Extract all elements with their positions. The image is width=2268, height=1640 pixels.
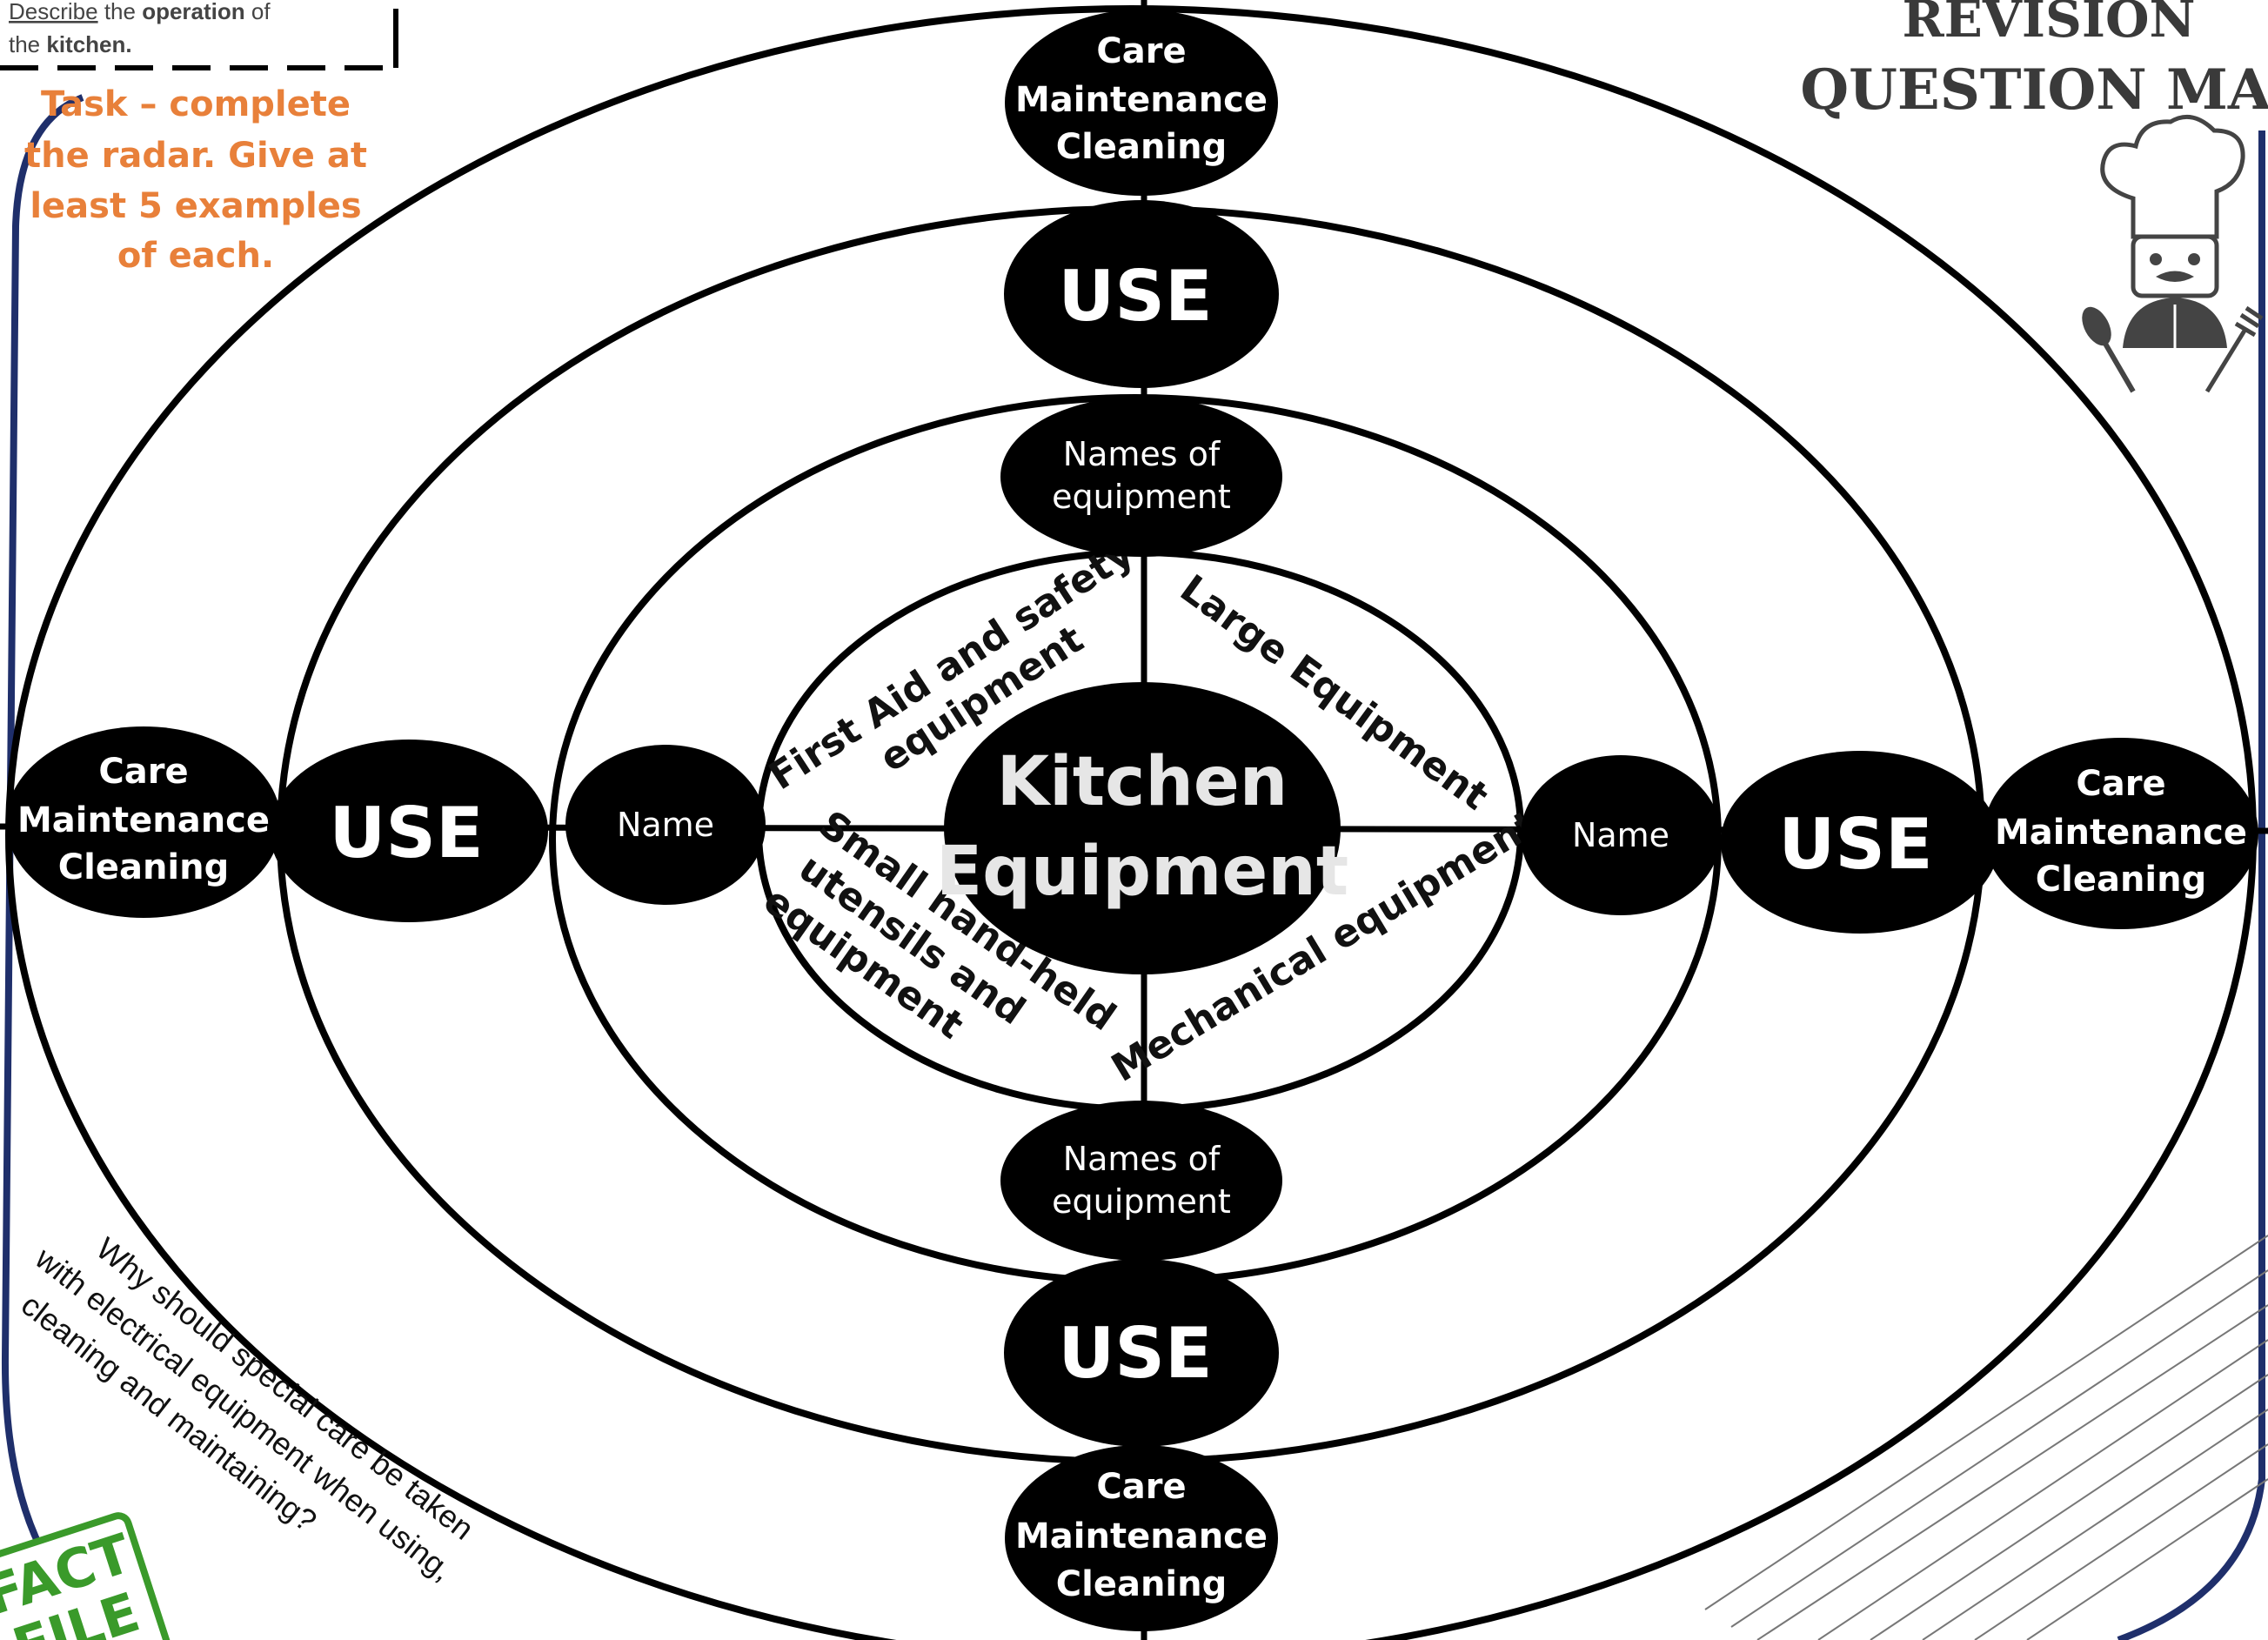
use-node-bottom: USE — [1004, 1259, 1279, 1447]
svg-text:Maintenance: Maintenance — [1015, 1516, 1268, 1556]
svg-text:Names of: Names of — [1063, 1140, 1221, 1178]
svg-text:equipment: equipment — [1052, 478, 1231, 516]
svg-text:Maintenance: Maintenance — [1995, 813, 2247, 853]
fact-file-stamp: FACT FILE — [0, 1512, 172, 1640]
kitchen-word: kitchen. — [46, 31, 131, 57]
spoon-icon — [2082, 306, 2136, 393]
center-node: Kitchen Equipment — [936, 682, 1348, 974]
names-node-bottom: Names of equipment — [1000, 1101, 1282, 1261]
svg-text:Care: Care — [1096, 1467, 1186, 1507]
svg-text:Names of: Names of — [1063, 435, 1221, 473]
care-node-top: Care Maintenance Cleaning — [1005, 10, 1278, 196]
svg-text:Equipment: Equipment — [936, 833, 1348, 911]
svg-text:equipment: equipment — [1052, 1182, 1231, 1221]
chef-icon — [2100, 114, 2245, 348]
name-node-right: Name — [1521, 755, 1721, 915]
svg-text:the radar. Give at: the radar. Give at — [24, 136, 367, 176]
svg-text:of each.: of each. — [117, 236, 274, 276]
svg-text:Care: Care — [98, 752, 188, 792]
svg-text:USE: USE — [1058, 256, 1212, 337]
svg-text:Care: Care — [1096, 31, 1186, 71]
svg-text:Care: Care — [2076, 764, 2165, 804]
svg-text:Cleaning: Cleaning — [1056, 127, 1227, 167]
use-node-left: USE — [270, 740, 548, 922]
svg-text:USE: USE — [1058, 1313, 1212, 1394]
operation-word: operation — [142, 0, 244, 24]
svg-text:cleaning and maintaining?: cleaning and maintaining? — [15, 1287, 324, 1539]
svg-text:Maintenance: Maintenance — [17, 800, 270, 840]
use-node-top: USE — [1004, 200, 1279, 388]
svg-text:the kitchen.: the kitchen. — [9, 31, 132, 57]
svg-text:Kitchen: Kitchen — [997, 743, 1288, 821]
svg-text:least 5 examples: least 5 examples — [30, 186, 361, 226]
svg-text:USE: USE — [1778, 804, 1932, 885]
care-node-bottom: Care Maintenance Cleaning — [1005, 1445, 1278, 1631]
svg-text:Describe the operation of: Describe the operation of — [9, 0, 271, 24]
name-node-left: Name — [565, 745, 766, 905]
describe-prompt-box: Describe the operation of the kitchen. — [0, 0, 398, 70]
use-node-right: USE — [1721, 751, 1999, 934]
task-text: Task – complete the radar. Give at least… — [24, 84, 367, 276]
svg-text:QUESTION MAT: QUESTION MAT — [1800, 57, 2268, 123]
names-node-top: Names of equipment — [1000, 397, 1282, 557]
fork-icon — [2204, 305, 2264, 393]
svg-text:Cleaning: Cleaning — [58, 847, 229, 887]
answer-lines — [1704, 1235, 2268, 1640]
svg-text:Cleaning: Cleaning — [2036, 860, 2206, 900]
svg-text:REVISION: REVISION — [1902, 0, 2195, 49]
svg-text:USE: USE — [329, 793, 483, 874]
svg-text:Cleaning: Cleaning — [1056, 1564, 1227, 1604]
describe-word: Describe — [9, 0, 98, 24]
care-node-left: Care Maintenance Cleaning — [6, 726, 281, 918]
page-title: REVISION QUESTION MAT — [1800, 0, 2268, 123]
svg-text:Name: Name — [1572, 816, 1669, 854]
svg-text:Maintenance: Maintenance — [1015, 80, 1268, 120]
care-node-right: Care Maintenance Cleaning — [1984, 738, 2258, 929]
svg-text:Name: Name — [617, 806, 714, 844]
svg-text:Task – complete: Task – complete — [41, 84, 351, 124]
